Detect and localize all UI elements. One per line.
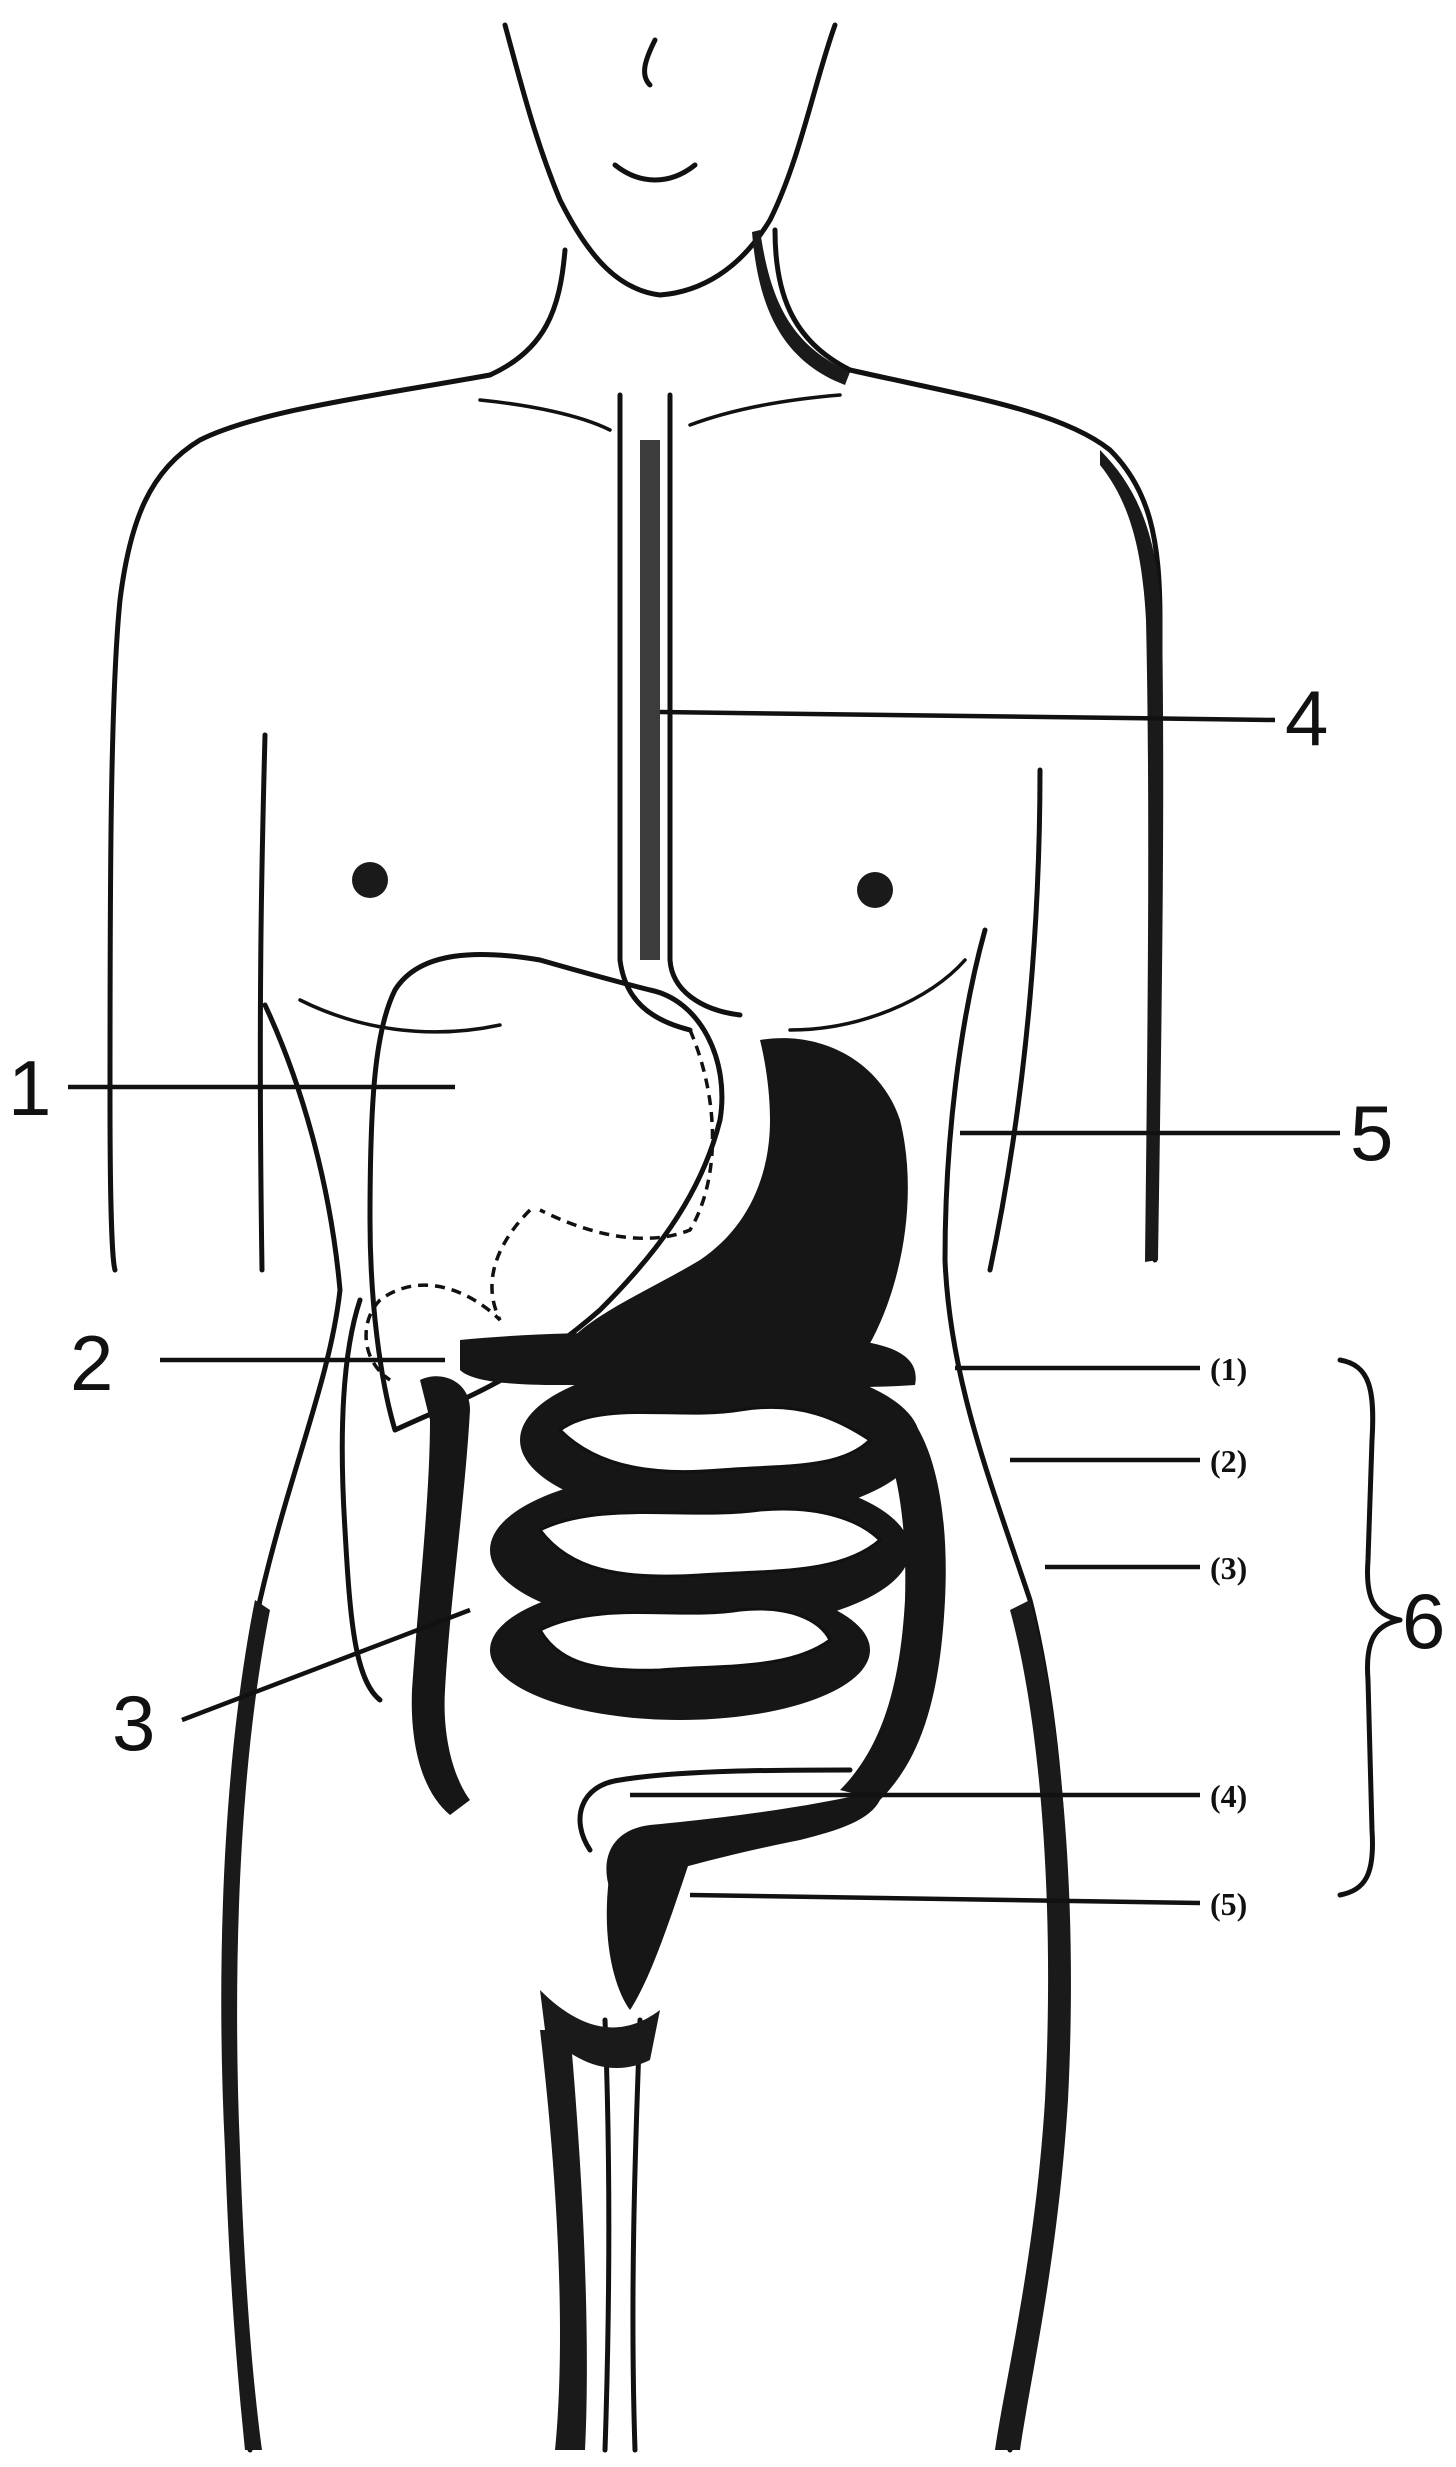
label-esophagus: 4 (1285, 674, 1328, 762)
left-inner-arm (260, 735, 265, 1270)
torso-left-shadow (221, 1600, 270, 2450)
inner-leg-left (605, 2020, 609, 2450)
leader-6-5 (690, 1895, 1200, 1903)
inner-leg-right (633, 2020, 640, 2450)
sublabel-5: (5) (1210, 1886, 1247, 1922)
mouth (615, 165, 695, 180)
right-collarbone (690, 395, 840, 425)
nose (645, 40, 655, 85)
leader-4 (660, 712, 1275, 720)
sublabel-2: (2) (1210, 1443, 1247, 1479)
inner-leg-shadow (540, 2030, 587, 2450)
label-intestine-group: 6 (1402, 1577, 1445, 1665)
esophagus-wall (670, 395, 740, 1015)
label-gallbladder: 2 (70, 1319, 113, 1407)
left-nipple (352, 862, 388, 898)
left-ribcage (300, 1000, 500, 1032)
intestine-group-brace (1340, 1360, 1400, 1895)
face-outline (505, 25, 835, 295)
small-intestine (490, 1360, 920, 1720)
right-ribcage (790, 960, 965, 1030)
transverse-colon (460, 1333, 916, 1388)
sublabel-3: (3) (1210, 1550, 1247, 1586)
left-collarbone (480, 400, 610, 430)
right-inner-arm (990, 770, 1040, 1270)
torso-right-shadow (995, 1600, 1071, 2450)
left-shoulder-arm (110, 375, 490, 1270)
ascending-colon (412, 1376, 470, 1815)
right-nipple (857, 872, 893, 908)
organs (342, 395, 946, 2010)
sublabel-1: (1) (1210, 1351, 1247, 1387)
right-arm-shadow (1100, 450, 1163, 1262)
rectum (607, 1860, 690, 2010)
neck-left (490, 250, 565, 375)
label-stomach: 5 (1350, 1089, 1393, 1177)
stomach-hidden-outline (540, 1030, 713, 1238)
label-liver: 1 (8, 1044, 51, 1132)
sublabel-4: (4) (1210, 1778, 1247, 1814)
esophagus-shadow (640, 440, 660, 960)
label-appendix: 3 (112, 1679, 155, 1767)
